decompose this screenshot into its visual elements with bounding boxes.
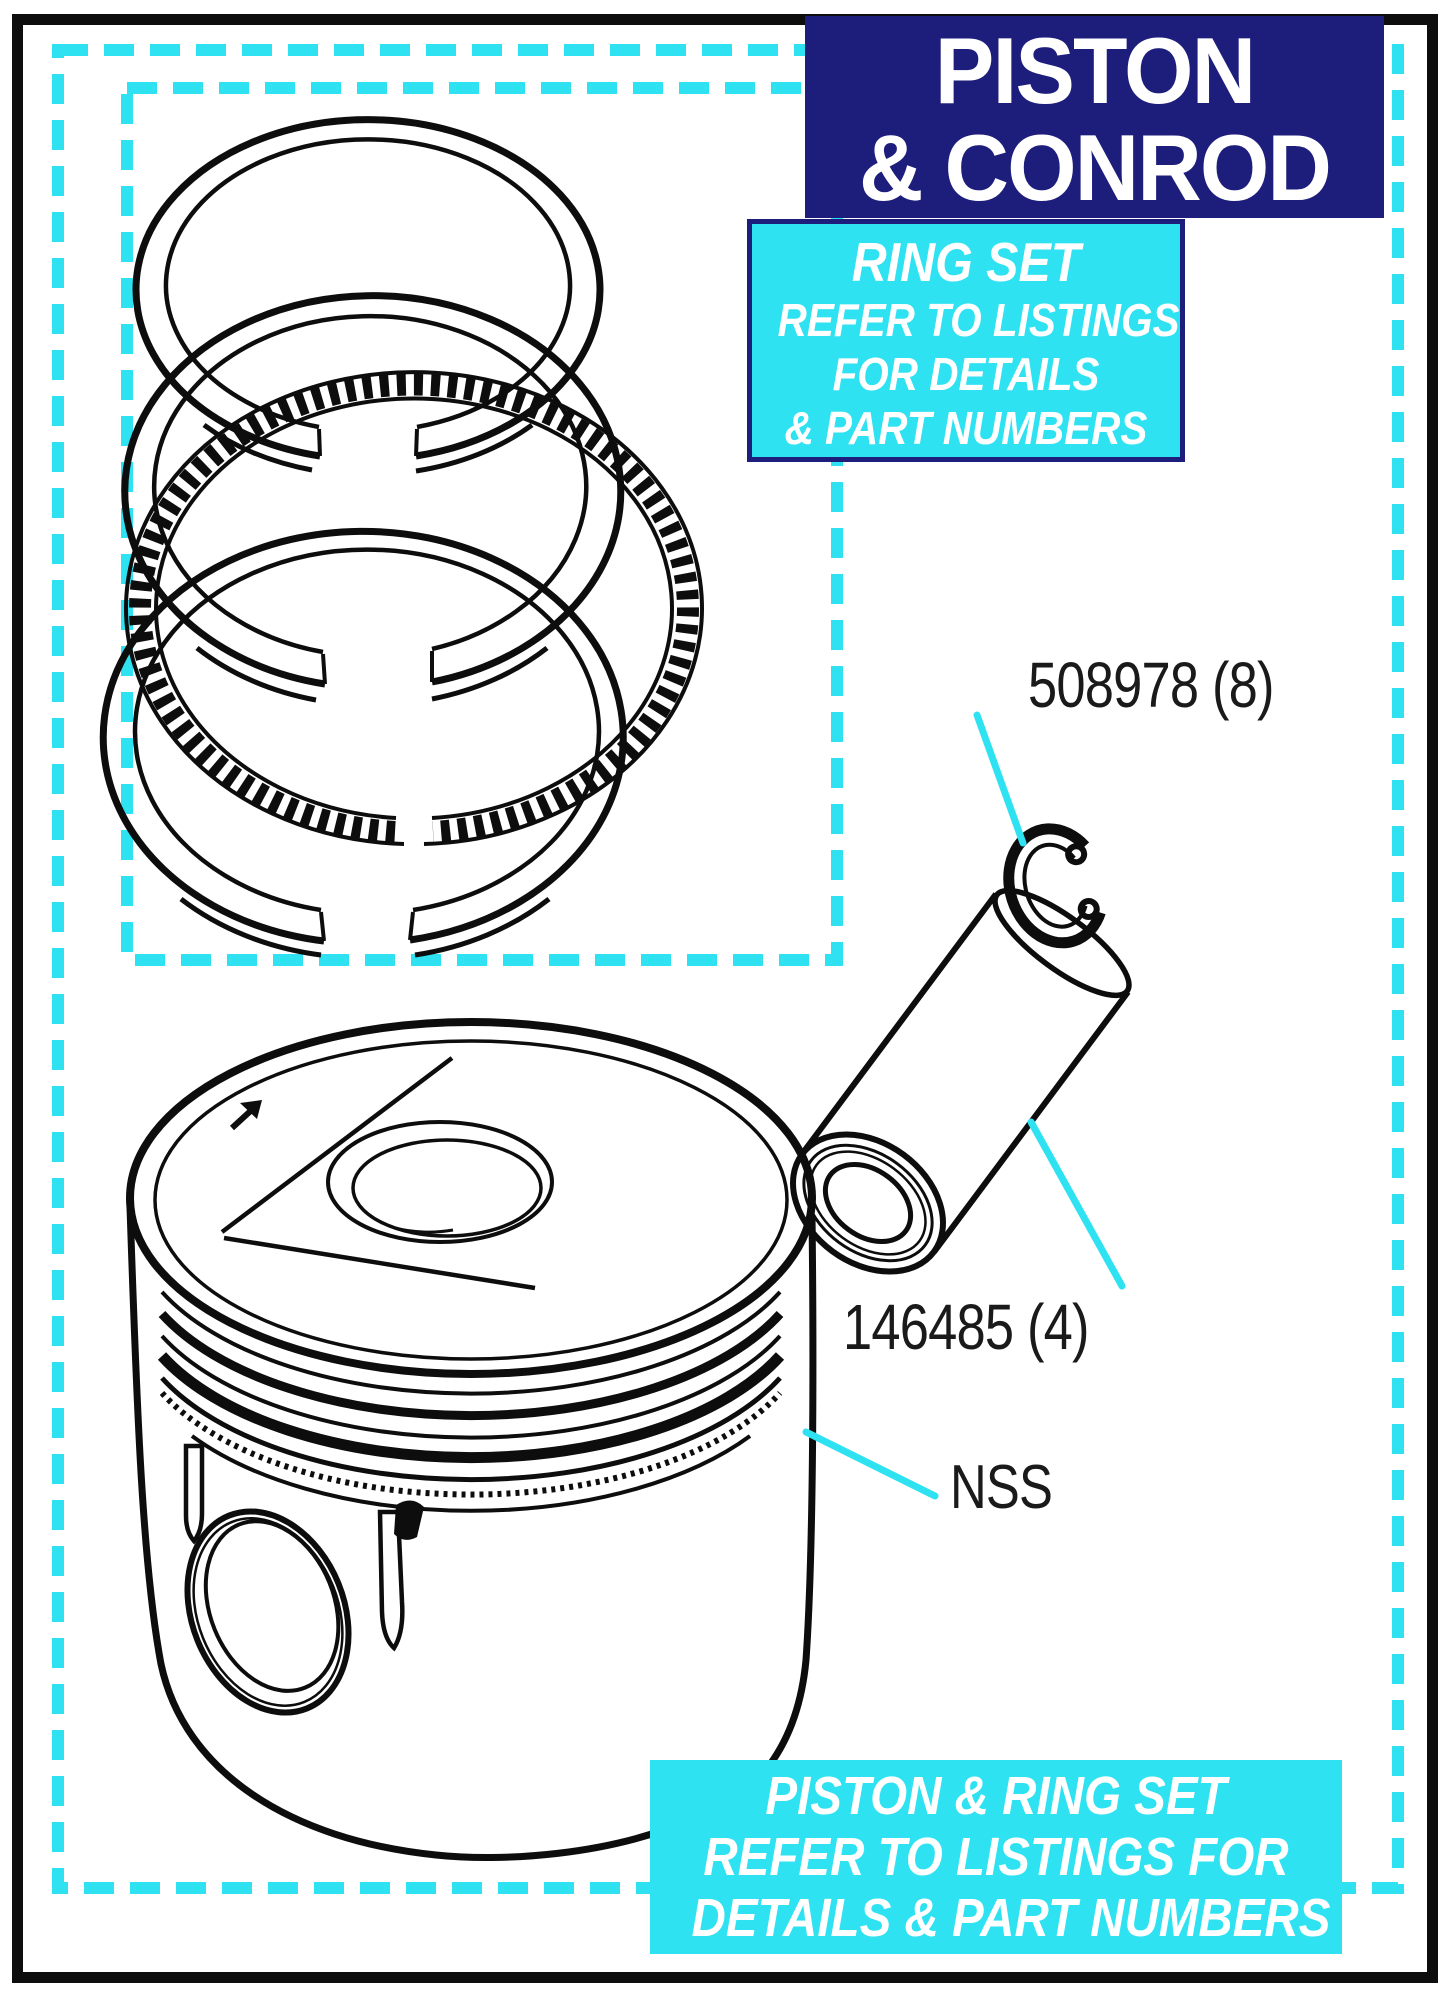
outer-dashed-border <box>52 44 1404 1894</box>
circlip-part-number: 508978 (8) <box>1028 649 1274 721</box>
crown-rim <box>153 1039 789 1361</box>
title-line-1: PISTON <box>934 18 1256 123</box>
piston-drawing <box>126 1018 817 1862</box>
page-frame <box>12 14 1438 1983</box>
piston-ring-set-note: PISTON & RING SET REFER TO LISTINGS FOR … <box>650 1760 1342 1954</box>
bottom-note-line: DETAILS & PART NUMBERS <box>691 1888 1331 1948</box>
ring-set-note-line: & PART NUMBERS <box>784 402 1148 454</box>
pin-boss-hole <box>184 1508 352 1716</box>
circlip-leader-line <box>973 711 1027 847</box>
piston-ring-2 <box>121 292 625 703</box>
piston-body <box>126 1206 817 1862</box>
bottom-note-line: PISTON & RING SET <box>765 1766 1227 1826</box>
title-banner: PISTON & CONROD <box>805 16 1384 218</box>
crown-dish-inner <box>351 1138 543 1238</box>
orientation-arrow-icon <box>229 1100 262 1131</box>
ring-set-note-line: RING SET <box>851 231 1081 293</box>
circlip-drawing <box>1003 823 1106 949</box>
piston-ring-3-serrated <box>124 370 704 846</box>
pin-edges <box>799 892 1131 1254</box>
leader-lines <box>802 711 1126 1500</box>
nss-leader-line <box>802 1428 939 1500</box>
skirt-tab-shadow <box>394 1500 424 1540</box>
ring-set-note-line: FOR DETAILS <box>832 348 1100 400</box>
bottom-note-line: REFER TO LISTINGS FOR <box>703 1827 1289 1887</box>
dish-curl <box>394 1226 454 1234</box>
ring-set-note: RING SET REFER TO LISTINGS FOR DETAILS &… <box>747 219 1185 462</box>
crown-dish-outer <box>326 1120 554 1244</box>
piston-ring-1 <box>132 116 604 474</box>
piston-ring-4 <box>99 527 627 958</box>
crown-facet <box>220 1056 536 1291</box>
pin-open-end <box>790 1131 946 1275</box>
title-line-2: & CONROD <box>859 115 1332 220</box>
skirt-tab-left <box>183 1443 205 1545</box>
skirt-tab-right <box>377 1509 405 1652</box>
piston-ring-grooves <box>157 1290 785 1513</box>
pin-part-number: 146485 (4) <box>843 1291 1089 1363</box>
ring-set-drawing <box>99 116 704 958</box>
ring-set-note-line: REFER TO LISTINGS <box>777 294 1180 346</box>
piston-crown <box>126 1018 816 1378</box>
nss-label: NSS <box>950 1453 1053 1522</box>
pin-leader-line <box>1027 1118 1126 1290</box>
